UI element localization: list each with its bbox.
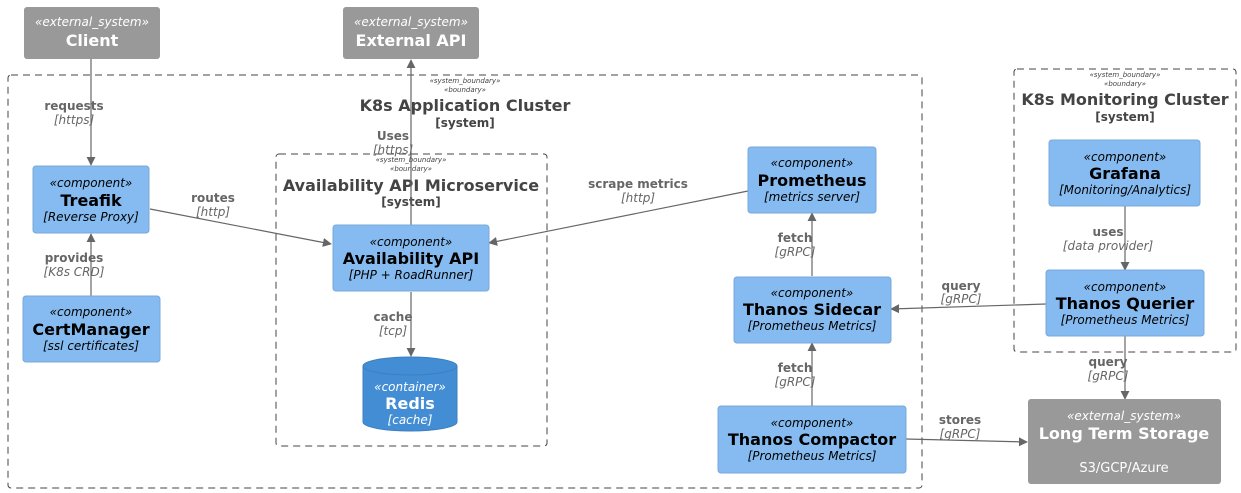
boundary-app-cluster: «system_boundary» «boundary» K8s Applica… (7, 74, 923, 489)
node-grafana-stereo: «component» (1084, 150, 1167, 164)
node-thanos-compactor[interactable]: «component» Thanos Compactor [Prometheus… (717, 405, 907, 474)
edge-querier-storage-tech: [gRPC] (1088, 369, 1129, 383)
edge-grafana-querier: uses [data provider] (1063, 206, 1154, 271)
node-availability-api-name: Availability API (343, 249, 479, 268)
node-prometheus-tech: [metrics server] (764, 190, 860, 204)
node-grafana-tech: [Monitoring/Analytics] (1059, 183, 1191, 197)
node-availability-api-tech: [PHP + RoadRunner] (349, 268, 474, 282)
edge-querier-sidecar-tech: [gRPC] (941, 292, 982, 306)
edge-traefik-api: routes [http] (149, 191, 332, 247)
node-availability-api-stereo: «component» (370, 235, 453, 249)
node-long-term-storage-stereo: «external_system» (1067, 409, 1181, 423)
edge-querier-storage-label: query (1088, 355, 1127, 369)
node-long-term-storage-desc: S3/GCP/Azure (1079, 461, 1168, 476)
edge-querier-sidecar: query [gRPC] (890, 279, 1047, 314)
node-traefik-name: Treafik (60, 191, 122, 210)
boundary-monitoring-stereo2: «boundary» (1104, 80, 1146, 88)
edge-compactor-storage-tech: [gRPC] (940, 427, 981, 441)
edge-api-redis: cache [tcp] (373, 292, 416, 357)
edge-sidecar-prom-label: fetch (778, 231, 813, 245)
edge-querier-sidecar-label: query (941, 279, 980, 293)
boundary-monitoring-cluster: «system_boundary» «boundary» K8s Monitor… (1013, 68, 1237, 353)
node-prometheus-stereo: «component» (771, 156, 854, 170)
boundary-app-cluster-title: K8s Application Cluster (360, 96, 571, 115)
node-thanos-querier-tech: [Prometheus Metrics] (1061, 313, 1190, 327)
edge-client-traefik-tech: [https] (54, 113, 95, 127)
node-certmanager-stereo: «component» (50, 305, 133, 319)
node-external-api-name: External API (356, 31, 467, 50)
boundary-app-cluster-stereo1: «system_boundary» (430, 77, 501, 85)
edge-grafana-querier-label: uses (1093, 225, 1124, 239)
node-certmanager-tech: [ssl certificates] (43, 339, 139, 353)
node-thanos-sidecar-tech: [Prometheus Metrics] (748, 319, 877, 333)
node-certmanager[interactable]: «component» CertManager [ssl certificate… (22, 295, 161, 363)
node-grafana-name: Grafana (1089, 164, 1161, 183)
edge-prom-api-label: scrape metrics (588, 177, 688, 191)
node-redis-tech: [cache] (388, 413, 433, 427)
edge-compactor-storage: stores [gRPC] (905, 413, 1028, 447)
edge-client-traefik-label: requests (44, 99, 103, 113)
node-certmanager-name: CertManager (32, 320, 149, 339)
node-thanos-compactor-tech: [Prometheus Metrics] (748, 449, 877, 463)
boundary-monitoring-title: K8s Monitoring Cluster (1021, 90, 1228, 109)
edge-sidecar-prom: fetch [gRPC] (775, 212, 817, 276)
boundary-monitoring-stereo1: «system_boundary» (1090, 71, 1161, 79)
edge-client-traefik: requests [https] (44, 59, 104, 166)
edge-cert-traefik-tech: [K8s CRD] (44, 265, 105, 279)
node-traefik[interactable]: «component» Treafik [Reverse Proxy] (32, 165, 150, 234)
edge-traefik-api-label: routes (191, 191, 235, 205)
node-thanos-compactor-stereo: «component» (771, 416, 854, 430)
node-grafana[interactable]: «component» Grafana [Monitoring/Analytic… (1048, 139, 1201, 207)
node-thanos-sidecar-stereo: «component» (771, 286, 854, 300)
node-long-term-storage[interactable]: «external_system» Long Term Storage S3/G… (1028, 399, 1221, 484)
node-client-name: Client (66, 31, 119, 50)
edge-compactor-sidecar-tech: [gRPC] (775, 375, 816, 389)
edge-cert-traefik-label: provides (45, 251, 104, 265)
node-thanos-querier-stereo: «component» (1084, 280, 1167, 294)
node-traefik-tech: [Reverse Proxy] (43, 210, 139, 224)
edge-api-external-label: Uses (377, 129, 409, 143)
node-external-api[interactable]: «external_system» External API (343, 7, 479, 59)
node-external-api-stereo: «external_system» (354, 15, 468, 29)
edge-compactor-sidecar: fetch [gRPC] (775, 342, 817, 406)
node-client[interactable]: «external_system» Client (24, 7, 160, 59)
node-availability-api[interactable]: «component» Availability API [PHP + Road… (332, 224, 490, 292)
node-thanos-compactor-name: Thanos Compactor (728, 430, 896, 449)
edge-cert-traefik: provides [K8s CRD] (44, 233, 105, 296)
edge-compactor-sidecar-label: fetch (778, 361, 813, 375)
node-long-term-storage-name: Long Term Storage (1039, 424, 1210, 443)
edge-api-external-tech: [https] (373, 143, 414, 157)
node-client-stereo: «external_system» (35, 15, 149, 29)
node-redis-stereo: «container» (374, 380, 446, 394)
node-redis-name: Redis (385, 394, 435, 413)
edge-traefik-api-tech: [http] (196, 205, 230, 219)
edge-grafana-querier-tech: [data provider] (1063, 239, 1154, 253)
node-traefik-stereo: «component» (50, 176, 133, 190)
node-thanos-sidecar[interactable]: «component» Thanos Sidecar [Prometheus M… (733, 276, 892, 344)
edge-api-redis-label: cache (373, 310, 412, 324)
node-prometheus[interactable]: «component» Prometheus [metrics server] (747, 146, 877, 214)
edge-querier-storage: query [gRPC] (1088, 336, 1130, 400)
edge-api-external: Uses [https] (373, 59, 416, 225)
edge-compactor-storage-label: stores (939, 413, 981, 427)
node-redis[interactable]: «container» Redis [cache] (362, 356, 458, 432)
boundary-app-cluster-type: [system] (435, 116, 494, 130)
edge-api-redis-tech: [tcp] (379, 324, 408, 338)
node-prometheus-name: Prometheus (758, 171, 867, 190)
edge-sidecar-prom-tech: [gRPC] (775, 245, 816, 259)
edge-prom-api: scrape metrics [http] (488, 177, 749, 246)
edge-prom-api-tech: [http] (621, 191, 655, 205)
node-thanos-sidecar-name: Thanos Sidecar (743, 300, 881, 319)
boundary-app-cluster-stereo2: «boundary» (444, 86, 486, 94)
node-thanos-querier[interactable]: «component» Thanos Querier [Prometheus M… (1045, 269, 1205, 337)
boundary-monitoring-type: [system] (1095, 110, 1154, 124)
node-thanos-querier-name: Thanos Querier (1056, 294, 1195, 313)
